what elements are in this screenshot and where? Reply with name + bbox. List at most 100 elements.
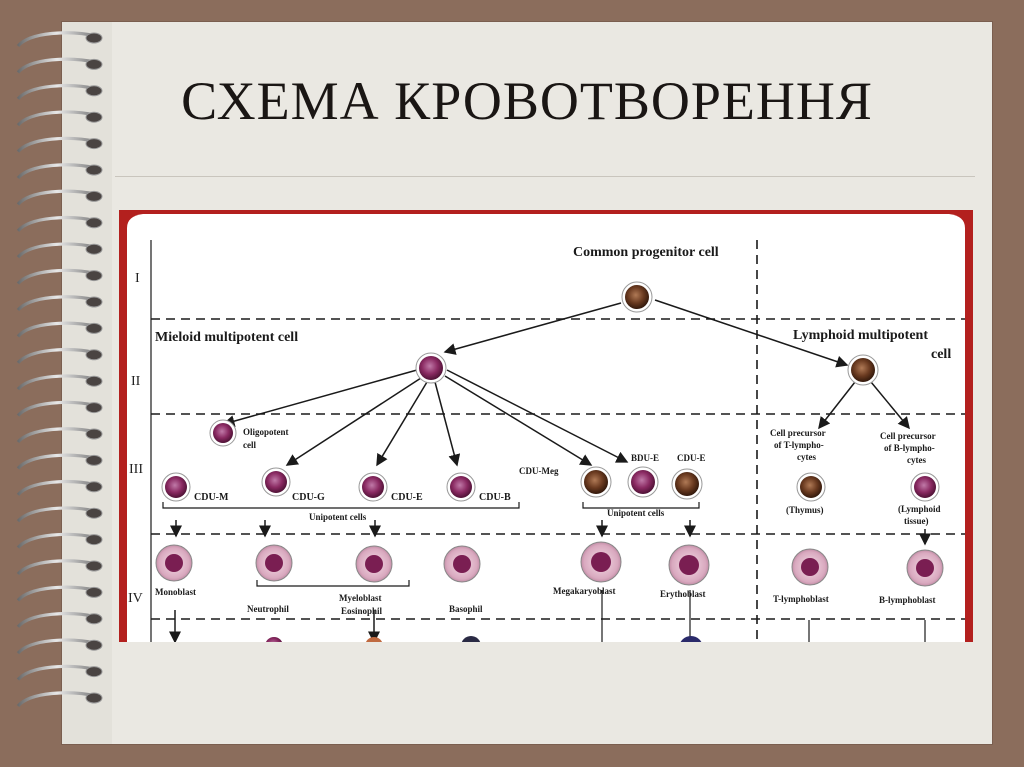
label-b-precursor-3: cytes	[907, 455, 926, 465]
binding-hole	[85, 322, 103, 334]
label-b-precursor-2: of B-lympho-	[884, 443, 935, 453]
cdu-m-cell	[161, 472, 191, 502]
label-oligopotent-line1: Oligopotent	[243, 427, 289, 437]
cells	[155, 281, 944, 642]
binding-hole	[85, 58, 103, 70]
binding-ring	[16, 189, 97, 206]
binding-ring	[16, 480, 97, 496]
label-t-precursor-2: of T-lympho-	[774, 440, 824, 450]
binding-ring	[16, 585, 97, 602]
myeloblast-cell	[355, 545, 393, 583]
bottom-cell-2	[365, 637, 383, 642]
label-t-precursor-1: Cell precursor	[770, 428, 826, 438]
lymphoid-tissue-cell	[910, 472, 940, 502]
b-lymphoblast-cell	[906, 549, 944, 587]
binding-ring	[16, 664, 97, 681]
bdu-e-cell	[627, 466, 659, 498]
label-myeloblast: Myeloblast	[339, 593, 382, 603]
binding-hole	[85, 138, 103, 150]
cdu-meg-cell	[580, 466, 612, 498]
label-megakaryoblast: Megakaryoblast	[553, 586, 616, 596]
binding-ring	[16, 321, 97, 338]
label-b-lymphoblast: B-lymphoblast	[879, 595, 936, 605]
binding-ring	[16, 348, 97, 364]
binding-ring	[16, 506, 97, 523]
binding-hole	[85, 296, 103, 308]
label-lymphoid-tissue-1: (Lymphoid	[898, 504, 941, 514]
label-eosinophil: Eosinophil	[341, 606, 383, 616]
erythoblast-cell	[668, 544, 710, 586]
basophil-cell	[443, 545, 481, 583]
oligopotent-cell	[209, 419, 237, 447]
binding-hole	[85, 164, 103, 176]
binding-hole	[85, 243, 103, 255]
binding-hole	[85, 613, 103, 625]
binding-hole	[85, 560, 103, 572]
level-label-1: I	[135, 271, 140, 286]
myeloid-multipotent-cell	[415, 352, 447, 384]
binding-ring	[16, 163, 97, 180]
level-label-4: IV	[128, 591, 143, 606]
label-cdu-e: CDU-E	[391, 492, 423, 503]
binding-hole	[85, 375, 103, 387]
lineage-arrows	[169, 299, 931, 642]
label-t-lymphoblast: T-lymphoblast	[773, 594, 829, 604]
label-thymus: (Thymus)	[786, 505, 824, 515]
label-unipotent-1: Unipotent cells	[309, 512, 367, 522]
unipotent-brackets	[162, 502, 700, 587]
label-common-progenitor: Common progenitor cell	[573, 245, 719, 260]
label-mieloid-multipotent: Mieloid multipotent cell	[155, 330, 298, 345]
binding-hole	[85, 349, 103, 361]
label-cdu-m: CDU-M	[194, 492, 229, 503]
label-cdu-b: CDU-B	[479, 492, 511, 503]
binding-ring	[16, 374, 97, 391]
label-lymphoid-tissue-2: tissue)	[904, 516, 929, 526]
slide-title: СХЕМА КРОВОТВОРЕННЯ	[181, 71, 873, 131]
binding-hole	[85, 428, 103, 440]
binding-ring	[16, 638, 97, 655]
binding-hole	[85, 666, 103, 678]
level-label-3: III	[129, 462, 143, 477]
binding-ring	[16, 691, 97, 708]
label-basophil: Basophil	[449, 604, 483, 614]
binding-hole	[85, 639, 103, 651]
monoblast-cell	[155, 544, 193, 582]
label-cdu-e2: CDU-E	[677, 453, 706, 463]
binding-ring	[16, 31, 97, 48]
label-bdu-e: BDU-E	[631, 453, 659, 463]
binding-hole	[85, 507, 103, 519]
label-cdu-g: CDU-G	[292, 492, 325, 503]
lymphoid-multipotent-cell	[847, 354, 879, 386]
binding-hole	[85, 270, 103, 282]
level-label-2: II	[131, 374, 141, 389]
binding-ring	[16, 295, 97, 312]
cdu-e-cell	[358, 472, 388, 502]
binding-ring	[16, 453, 97, 470]
cdu-b-cell	[446, 472, 476, 502]
binding-hole	[85, 217, 103, 229]
label-lymphoid-line2: cell	[931, 347, 951, 362]
binding-hole	[85, 402, 103, 414]
t-lymphoblast-cell	[791, 548, 829, 586]
binding-ring	[16, 268, 97, 285]
binding-ring	[16, 427, 97, 444]
binding-hole	[85, 190, 103, 202]
binding-hole	[85, 454, 103, 466]
common-progenitor-cell	[621, 281, 653, 313]
cdu-e2-cell	[671, 468, 703, 500]
binding-hole	[85, 586, 103, 598]
bottom-cell-1	[265, 637, 283, 642]
binding-ring	[16, 242, 97, 259]
binding-ring	[16, 216, 97, 232]
spiral-binding	[16, 31, 103, 708]
binding-hole	[85, 32, 103, 44]
bottom-cell-4	[680, 636, 702, 642]
label-unipotent-2: Unipotent cells	[607, 508, 665, 518]
thymus-cell	[796, 472, 826, 502]
binding-ring	[16, 400, 97, 417]
label-cdu-meg: CDU-Meg	[519, 466, 559, 476]
binding-ring	[16, 136, 97, 153]
hematopoiesis-diagram: I II III IV	[119, 210, 973, 642]
binding-hole	[85, 111, 103, 123]
figure-canvas	[127, 214, 965, 642]
